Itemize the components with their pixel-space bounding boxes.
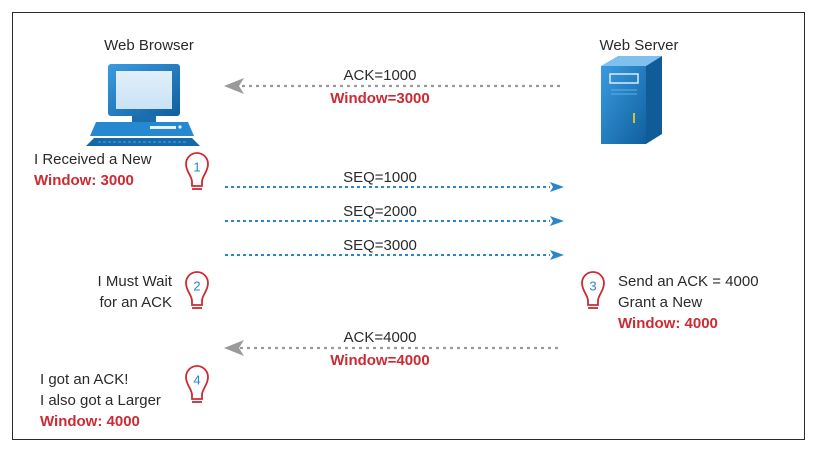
step-1-window: Window: 3000 (34, 172, 134, 189)
web-browser-label: Web Browser (104, 37, 194, 54)
message-window-4000-label: Window=4000 (330, 352, 430, 369)
message-arrow-seq-2000 (225, 216, 564, 226)
step-4-number: 4 (193, 372, 200, 387)
step-4-text-line-2: I also got a Larger (40, 392, 161, 409)
message-arrow-ack-4000 (224, 340, 558, 356)
step-3-window: Window: 4000 (618, 315, 718, 332)
step-2-text-line-1: I Must Wait (97, 273, 172, 290)
step-1-text: I Received a New (34, 151, 152, 168)
step-4-window: Window: 4000 (40, 413, 140, 430)
step-2-text-line-2: for an ACK (99, 294, 172, 311)
message-window-3000-label: Window=3000 (330, 90, 430, 107)
lightbulb-icon: 4 (185, 365, 209, 403)
lightbulb-icon: 3 (581, 271, 605, 309)
step-3-text-line-1: Send an ACK = 4000 (618, 273, 759, 290)
message-seq-2000-label: SEQ=2000 (343, 203, 417, 220)
step-2-number: 2 (193, 278, 200, 293)
tower-server-icon (601, 56, 662, 144)
lightbulb-icon: 1 (185, 152, 209, 190)
step-3-number: 3 (589, 278, 596, 293)
message-seq-3000-label: SEQ=3000 (343, 237, 417, 254)
message-arrow-seq-3000 (225, 250, 564, 260)
step-1-number: 1 (193, 159, 200, 174)
message-ack-4000-label: ACK=4000 (343, 329, 417, 346)
desktop-computer-icon (86, 64, 200, 146)
step-3-text-line-2: Grant a New (618, 294, 703, 311)
web-server-label: Web Server (599, 37, 679, 54)
lightbulb-icon: 2 (185, 271, 209, 309)
message-seq-1000-label: SEQ=1000 (343, 169, 417, 186)
message-arrow-seq-1000 (225, 182, 564, 192)
message-ack-1000-label: ACK=1000 (343, 67, 417, 84)
step-4-text-line-1: I got an ACK! (40, 371, 129, 388)
message-arrow-ack-1000 (224, 78, 560, 94)
